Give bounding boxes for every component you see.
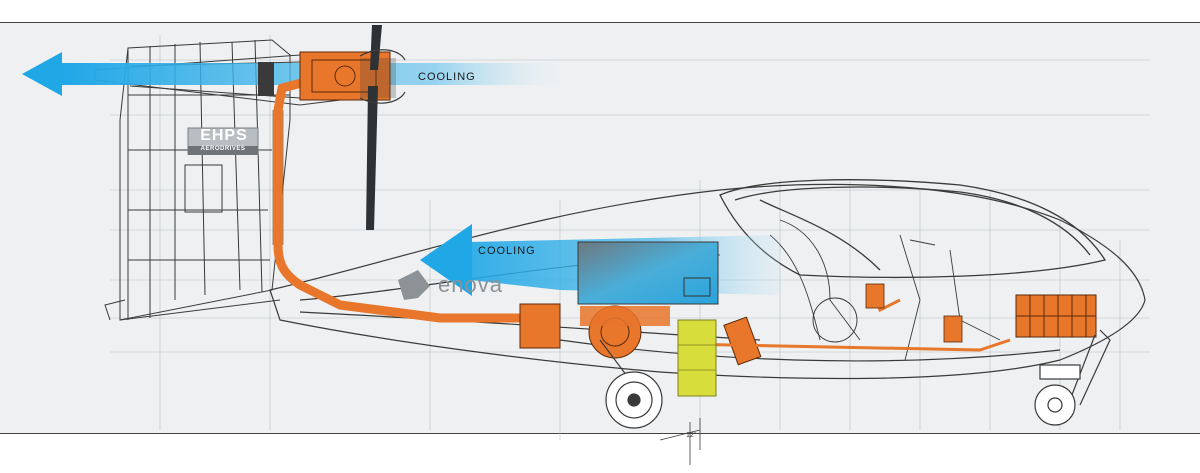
ehps-logo-subtext: AERODRIVES (200, 146, 246, 152)
battery-pack-box (577, 241, 719, 305)
main-landing-gear (599, 339, 663, 429)
enova-logo-mark (398, 270, 430, 300)
orange-duct-outline (272, 110, 284, 245)
canopy (719, 179, 1107, 279)
yellow-battery-box (677, 319, 717, 397)
orange-duct (273, 67, 520, 323)
enova-brand-text: enova (438, 272, 503, 297)
front-battery-bank (1015, 294, 1097, 338)
cockpit-structure (769, 219, 1001, 361)
cooling-label-top: COOLING (418, 71, 476, 83)
nose-landing-gear (1034, 329, 1111, 426)
dimension-note: 12° (686, 432, 697, 439)
orange-small-parts (865, 283, 963, 343)
propeller-spinner-lines (359, 49, 406, 104)
ehps-logo-text: EHPS (200, 127, 248, 144)
propeller-blade (366, 25, 382, 230)
dimension-marker (659, 418, 701, 465)
cooling-label-mid: COOLING (478, 245, 536, 257)
electric-motor (519, 303, 762, 366)
ehps-logo (187, 127, 259, 155)
